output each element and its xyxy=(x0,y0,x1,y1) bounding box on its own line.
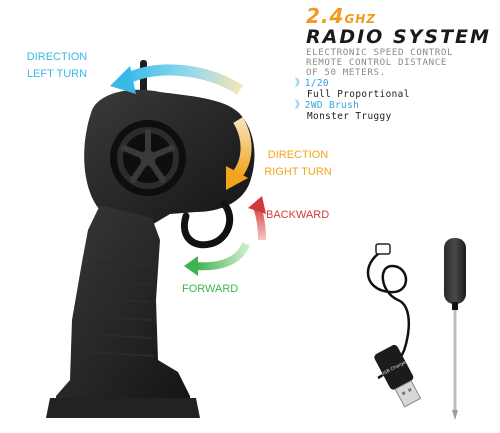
left-turn-line1: DIRECTION xyxy=(26,51,88,63)
usb-charger: USB Charger xyxy=(374,344,422,408)
forward-arrow xyxy=(195,242,250,271)
transmitter-grip xyxy=(56,205,190,410)
spec-text: Full Proportional xyxy=(307,89,410,100)
description-line: OF 50 METERS. xyxy=(306,67,386,78)
grip-texture xyxy=(89,261,155,357)
right-turn-label: DIRECTION RIGHT TURN xyxy=(258,149,338,179)
screwdriver-handle xyxy=(444,238,466,304)
throttle-trigger[interactable] xyxy=(181,200,234,249)
spec-code: 1/20 xyxy=(304,78,329,89)
spec-list: 》1/20 Full Proportional 》2WD Brush Monst… xyxy=(295,78,410,122)
spec-text: Monster Truggy xyxy=(307,111,392,122)
left-turn-label: DIRECTION LEFT TURN xyxy=(22,51,92,81)
forward-label: FORWARD xyxy=(182,283,239,295)
wheel-spokes xyxy=(121,129,175,183)
description-line: REMOTE CONTROL DISTANCE xyxy=(306,57,448,68)
transmitter-base xyxy=(46,398,200,418)
right-turn-line2: RIGHT TURN xyxy=(264,166,332,178)
spec-item: 》2WD Brush xyxy=(295,100,410,111)
description: ELECTRONIC SPEED CONTROL REMOTE CONTROL … xyxy=(306,48,453,78)
spec-bullet-icon: 》 xyxy=(295,78,305,89)
left-turn-arrow xyxy=(121,64,244,95)
frequency-title: 2.4GHZ xyxy=(306,4,376,28)
right-turn-line1: DIRECTION xyxy=(267,149,329,161)
backward-label: BACKWARD xyxy=(266,209,330,221)
spec-code: 2WD Brush xyxy=(304,100,360,111)
system-title: RADIO SYSTEM xyxy=(306,26,491,48)
left-turn-line2: LEFT TURN xyxy=(26,68,88,80)
spec-item: 》1/20 xyxy=(295,78,410,89)
description-line: ELECTRONIC SPEED CONTROL xyxy=(306,47,454,58)
frequency-value: 2.4 xyxy=(306,4,345,28)
screwdriver-shaft xyxy=(453,310,457,410)
right-turn-arrow xyxy=(231,117,252,180)
charger-cable xyxy=(366,246,410,380)
frequency-unit: GHZ xyxy=(344,12,377,26)
battery-connector xyxy=(375,243,391,255)
spec-bullet-icon: 》 xyxy=(295,100,305,111)
